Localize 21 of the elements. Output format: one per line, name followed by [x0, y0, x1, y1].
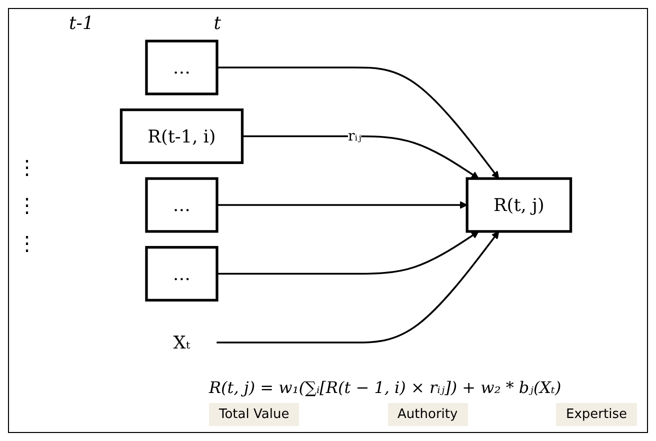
ellipsis-mark: ⋮: [17, 193, 37, 217]
node-box: R(t, j): [466, 177, 572, 233]
node-box: R(t-1, i): [120, 108, 244, 164]
arrow: [217, 66, 500, 179]
ellipsis-mark: ⋮: [17, 155, 37, 179]
arrow: [216, 231, 500, 344]
term-tag: Total Value: [209, 403, 300, 426]
edge-label: rᵢⱼ: [348, 127, 362, 144]
arrow: [242, 135, 479, 179]
node-box: …: [145, 40, 218, 96]
term-tag: Expertise: [556, 403, 637, 426]
term-tag: Authority: [388, 403, 468, 426]
node-box: …: [145, 177, 218, 233]
ellipsis-mark: ⋮: [17, 231, 37, 255]
arrow: [217, 201, 468, 209]
arrow: [217, 231, 479, 275]
formula: R(t, j) = w₁(∑ᵢ[R(t − 1, i) × rᵢⱼ]) + w₂ * bⱼ(Xₜ): [209, 378, 562, 397]
column-heading: t-1: [69, 13, 94, 34]
column-heading: t: [214, 13, 222, 34]
node-text: Xₜ: [173, 332, 190, 354]
node-box: …: [145, 246, 218, 302]
